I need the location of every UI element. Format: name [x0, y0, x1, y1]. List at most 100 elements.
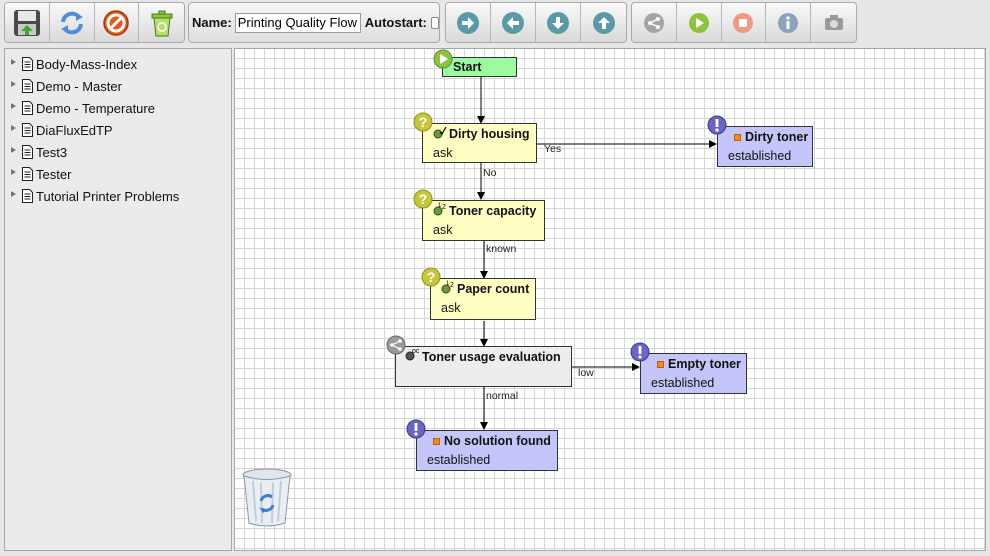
question-node-toner-capacity[interactable]: Toner capacity ask: [422, 200, 545, 241]
svg-text:oc: oc: [412, 348, 419, 355]
solution-marker-icon: [734, 134, 741, 141]
flow-name-input[interactable]: [234, 12, 361, 33]
node-status: established: [427, 453, 491, 467]
expand-arrow-icon[interactable]: [11, 103, 16, 109]
solution-node-no-solution-found[interactable]: No solution found established: [416, 430, 558, 471]
sidebar-item-label: Test3: [36, 144, 68, 160]
camera-button[interactable]: [811, 3, 856, 42]
stop-icon: [733, 12, 754, 33]
sidebar-item-label: Tester: [36, 166, 72, 182]
document-icon: [22, 145, 33, 159]
save-icon: [13, 9, 40, 36]
move-right-button[interactable]: [446, 3, 491, 42]
start-play-icon: [433, 49, 453, 69]
abstraction-icon: oc: [405, 348, 419, 361]
exclamation-icon: [707, 115, 727, 135]
document-icon: [22, 167, 33, 181]
sidebar-item-demo-master[interactable]: Demo - Master: [11, 77, 122, 95]
expand-arrow-icon[interactable]: [11, 191, 16, 197]
autostart-checkbox[interactable]: [430, 16, 439, 29]
sidebar-item-test3[interactable]: Test3: [11, 143, 67, 161]
edge-label-no: No: [483, 167, 497, 179]
play-button[interactable]: [676, 3, 722, 42]
svg-text:?: ?: [419, 191, 428, 207]
node-status: established: [728, 149, 792, 163]
arrow-up-icon: [592, 11, 615, 34]
node-title: Toner usage evaluation: [422, 350, 561, 364]
subflow-node-toner-usage-evaluation[interactable]: Toner usage evaluation: [395, 346, 572, 387]
node-title: Paper count: [457, 282, 530, 296]
expand-arrow-icon[interactable]: [11, 125, 16, 131]
refresh-button[interactable]: [49, 3, 95, 42]
expand-arrow-icon[interactable]: [11, 59, 16, 65]
info-button[interactable]: [766, 3, 812, 42]
connection-layer: [477, 77, 717, 430]
solution-node-empty-toner[interactable]: Empty toner established: [640, 353, 747, 394]
arrow-right-icon: [457, 11, 479, 34]
subflow-icon: [386, 335, 406, 355]
refresh-icon: [60, 11, 83, 34]
flow-list-panel: Body-Mass-Index Demo - Master Demo - Tem…: [4, 48, 232, 551]
move-left-button[interactable]: [491, 3, 536, 42]
play-icon: [688, 12, 709, 33]
sidebar-item-label: Tutorial Printer Problems: [36, 188, 180, 204]
document-icon: [22, 79, 33, 93]
svg-text:2: 2: [450, 282, 454, 289]
delete-icon: [151, 10, 173, 36]
svg-text:1: 1: [438, 203, 442, 209]
expand-arrow-icon[interactable]: [11, 147, 16, 153]
svg-text:2: 2: [442, 204, 446, 211]
flow-canvas[interactable]: Start Dirty housing ask ? Dirty toner es…: [234, 48, 986, 551]
sidebar-item-label: DiaFluxEdTP: [36, 122, 113, 138]
document-icon: [22, 57, 33, 71]
sidebar-item-tester[interactable]: Tester: [11, 165, 71, 183]
arrow-left-icon: [502, 11, 524, 34]
edge-label-normal: normal: [486, 390, 519, 402]
svg-text:1: 1: [446, 281, 450, 287]
sidebar-item-body-mass-index[interactable]: Body-Mass-Index: [11, 55, 137, 73]
delete-button[interactable]: [139, 3, 184, 42]
file-toolbar: [4, 2, 185, 43]
numeric-input-icon: 1 2: [441, 281, 454, 294]
sidebar-item-label: Demo - Temperature: [36, 100, 155, 116]
sidebar-item-label: Body-Mass-Index: [36, 56, 138, 72]
move-up-button[interactable]: [581, 3, 626, 42]
node-title: Empty toner: [668, 357, 741, 371]
node-action: ask: [441, 301, 461, 315]
solution-node-dirty-toner[interactable]: Dirty toner established: [717, 126, 813, 167]
info-icon: [778, 12, 799, 33]
sidebar-item-label: Demo - Master: [36, 78, 122, 94]
document-icon: [22, 189, 33, 203]
camera-icon: [824, 14, 843, 30]
expand-arrow-icon[interactable]: [11, 81, 16, 87]
exclamation-icon: [406, 419, 426, 439]
sidebar-item-demo-temperature[interactable]: Demo - Temperature: [11, 99, 155, 117]
question-node-dirty-housing[interactable]: Dirty housing ask: [422, 123, 537, 163]
flow-icon: [643, 12, 664, 33]
flow-button[interactable]: [632, 3, 677, 42]
run-toolbar: [631, 2, 857, 43]
document-icon: [22, 123, 33, 137]
trash-icon[interactable]: [241, 467, 293, 529]
sidebar-item-tutorial-printer-problems[interactable]: Tutorial Printer Problems: [11, 187, 179, 205]
save-button[interactable]: [5, 3, 50, 42]
node-status: established: [651, 376, 715, 390]
expand-arrow-icon[interactable]: [11, 169, 16, 175]
arrow-down-icon: [547, 11, 569, 34]
move-down-button[interactable]: [536, 3, 581, 42]
node-title: No solution found: [444, 434, 551, 448]
sidebar-item-diafluxedtp[interactable]: DiaFluxEdTP: [11, 121, 113, 139]
question-icon: ?: [413, 112, 433, 132]
flow-name-bar: Name: Autostart:: [188, 2, 440, 43]
node-title: Toner capacity: [449, 204, 537, 218]
question-icon: ?: [413, 189, 433, 209]
cancel-button[interactable]: [94, 3, 140, 42]
autostart-label: Autostart:: [364, 15, 427, 30]
edge-label-known: known: [486, 243, 517, 255]
question-icon: ?: [421, 267, 441, 287]
cancel-icon: [103, 9, 130, 36]
stop-button[interactable]: [721, 3, 767, 42]
svg-text:?: ?: [427, 269, 436, 285]
exclamation-icon: [630, 342, 650, 362]
start-node[interactable]: Start: [442, 57, 517, 77]
